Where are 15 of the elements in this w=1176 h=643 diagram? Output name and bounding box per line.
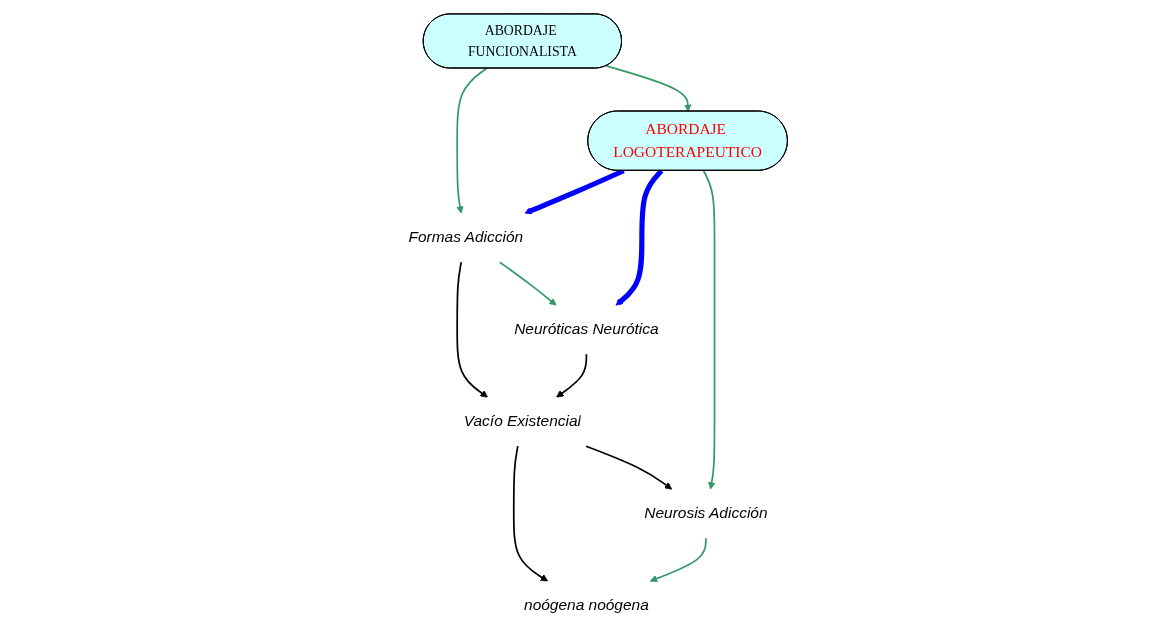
arrow (649, 536, 707, 582)
arrow (512, 444, 549, 581)
arrow (556, 352, 588, 398)
node-text: Formas Adicción (408, 228, 524, 246)
arrow (456, 67, 488, 214)
arrow (615, 168, 664, 306)
arrow (585, 444, 673, 489)
node-text: noógena noógena (524, 596, 649, 614)
node-text: Neuróticas Neurótica (514, 320, 659, 338)
node-text: Neurosis Adicción (644, 504, 768, 522)
arrow (499, 260, 557, 306)
node-text: Vacío Existencial (463, 412, 581, 430)
arrow (702, 169, 716, 489)
arrow (456, 260, 488, 398)
arrow (605, 64, 692, 112)
